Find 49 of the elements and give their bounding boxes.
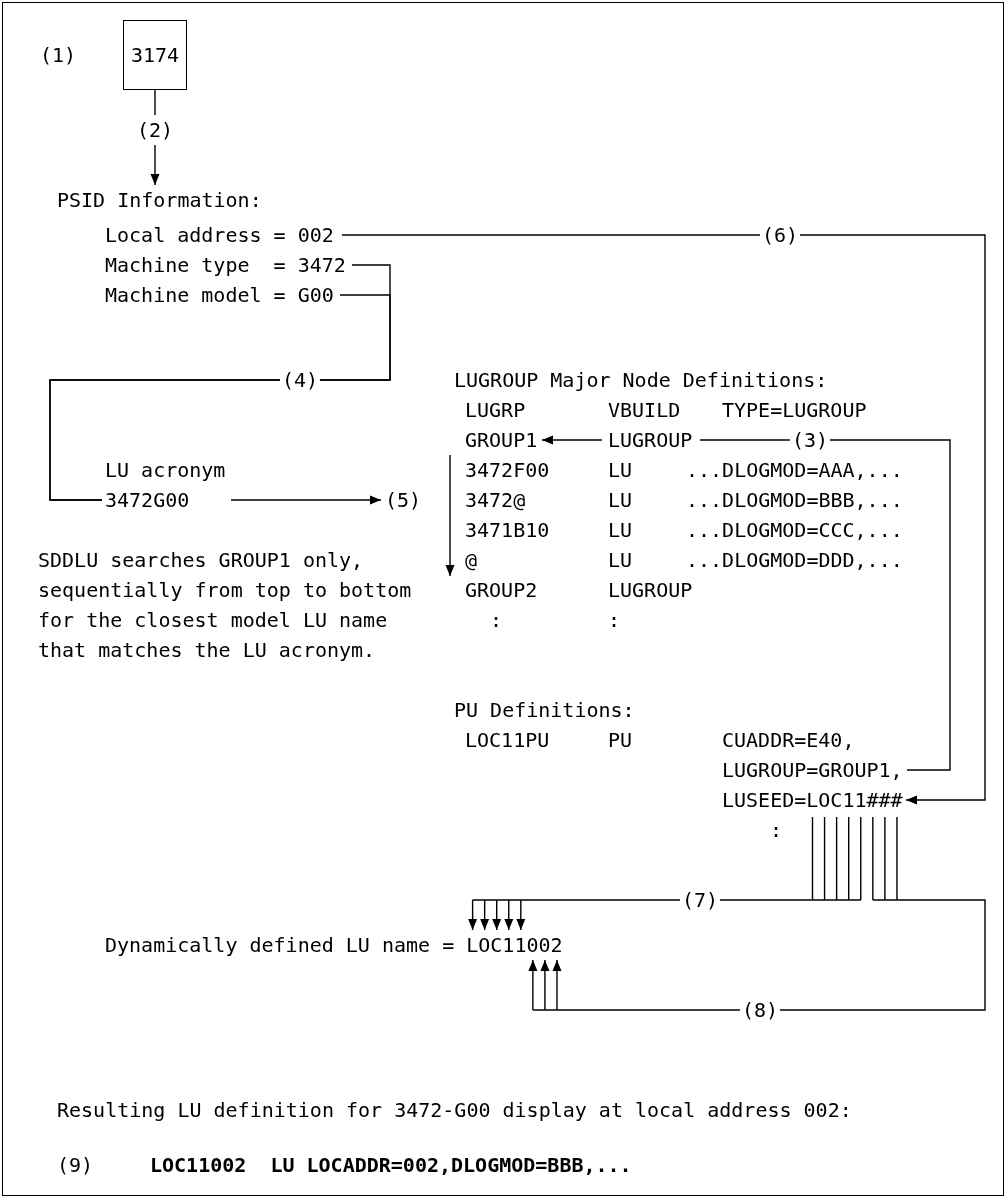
note-text: Resulting LU definition for 3472-G00 display at local address 002: — [57, 1097, 852, 1124]
definition-text: CUADDR=E40, — [722, 727, 855, 754]
heading-text: PSID Information: — [57, 185, 262, 215]
definition-text: LUSEED=LOC11### — [722, 785, 903, 815]
definition-text: Machine model = G00 — [105, 280, 334, 310]
definition-text: 3472F00 — [465, 457, 550, 484]
callout-number: (1) — [40, 42, 77, 69]
definition-text: VBUILD — [608, 397, 681, 424]
definition-text: Dynamically defined LU name = LOC11002 — [105, 930, 563, 960]
callout-number: (5) — [385, 485, 422, 515]
definition-text: GROUP2 — [465, 577, 538, 604]
definition-text: LU — [608, 457, 633, 484]
definition-text: 3472@ — [465, 487, 526, 514]
definition-text: ...DLOGMOD=BBB,... — [686, 487, 903, 514]
definition-text: ...DLOGMOD=CCC,... — [686, 517, 903, 544]
ellipsis-mark: : — [608, 607, 621, 634]
definition-text: 3471B10 — [465, 517, 550, 544]
definition-text: LUGRP — [465, 397, 526, 424]
heading-text: LU acronym — [105, 457, 226, 484]
definition-text: LU — [608, 517, 633, 544]
connector-line — [699, 439, 951, 771]
definition-text: GROUP1 — [465, 425, 538, 455]
definition-text: LU — [608, 547, 633, 574]
ellipsis-mark: : — [490, 607, 503, 634]
arrow — [341, 234, 986, 805]
definition-text: LUGROUP — [608, 577, 693, 604]
definition-text: PU — [608, 727, 633, 754]
callout-number: (9) — [57, 1152, 94, 1179]
definition-text: LU — [608, 487, 633, 514]
arrow — [230, 495, 382, 505]
ellipsis-mark: : — [770, 817, 783, 844]
definition-text: @ — [465, 547, 478, 574]
definition-text: ...DLOGMOD=DDD,... — [686, 547, 903, 574]
definition-text: LOC11PU — [465, 727, 550, 754]
code-line: LOC11002 LU LOCADDR=002,DLOGMOD=BBB,... — [150, 1152, 632, 1179]
heading-text: PU Definitions: — [454, 697, 635, 724]
note-text: SDDLU searches GROUP1 only, sequentially from top to bottom for the closest model LU name that matches the LU acronym. — [38, 547, 413, 664]
definition-text: ...DLOGMOD=AAA,... — [686, 457, 903, 484]
heading-text: LUGROUP Major Node Definitions: — [454, 365, 828, 395]
definition-text: Local address = 002 — [105, 220, 334, 250]
definition-text: LUGROUP — [608, 425, 693, 455]
arrow — [468, 816, 862, 931]
arrow — [541, 435, 603, 445]
definition-text: Machine type = 3472 — [105, 250, 346, 280]
arrow — [528, 816, 986, 1011]
definition-text: LUGROUP=GROUP1, — [722, 755, 903, 785]
definition-text: TYPE=LUGROUP — [722, 397, 867, 424]
value-text: 3472G00 — [105, 487, 191, 514]
device-box: 3174 — [123, 20, 187, 90]
